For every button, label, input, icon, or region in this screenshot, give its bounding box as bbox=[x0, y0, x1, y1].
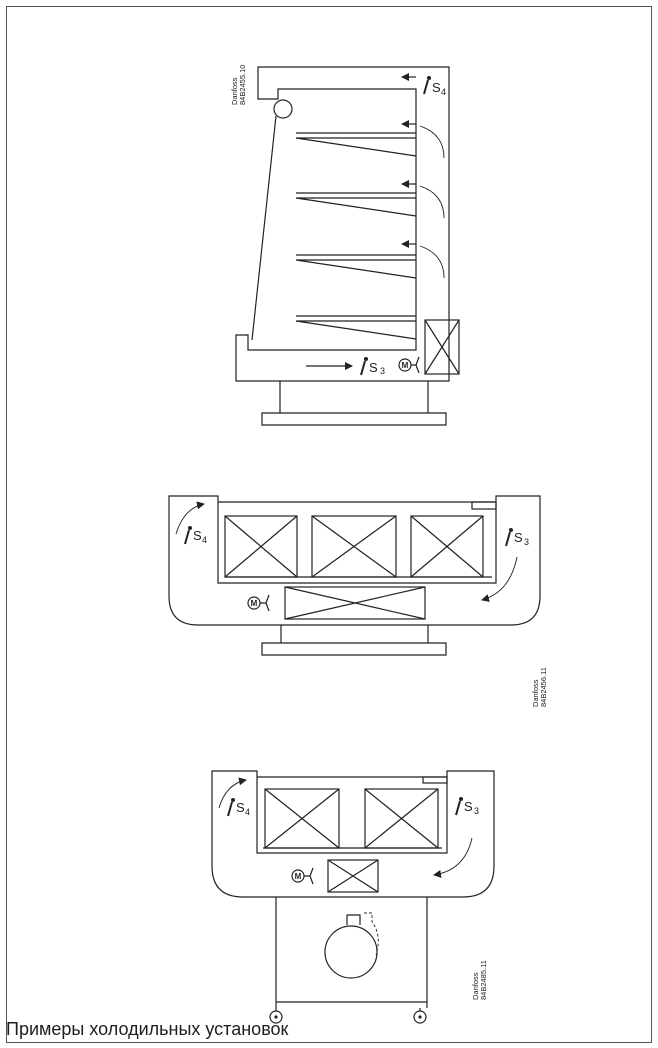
upright-cabinet-body bbox=[235, 66, 450, 382]
sensor-s3: S 3 bbox=[455, 797, 479, 816]
svg-text:3: 3 bbox=[380, 366, 385, 376]
evaporator-coil bbox=[327, 859, 379, 893]
sensor-s4: S 4 bbox=[227, 798, 250, 817]
ref-danfoss: Danfoss bbox=[230, 77, 239, 105]
island-large-figure: M S 4 S 3 Danfoss 84B2456.11 bbox=[168, 495, 548, 707]
night-blind-roller bbox=[273, 99, 293, 119]
svg-text:M: M bbox=[251, 599, 258, 608]
ref-number: 84B2456.11 bbox=[539, 667, 548, 707]
sensor-s3: S 3 bbox=[505, 528, 529, 547]
svg-text:S: S bbox=[432, 80, 441, 95]
svg-text:S: S bbox=[514, 530, 523, 545]
svg-text:4: 4 bbox=[245, 807, 250, 817]
fan-motor-icon: M bbox=[291, 867, 314, 885]
island-small-figure: M S 4 S 3 bbox=[211, 770, 495, 1024]
svg-text:3: 3 bbox=[524, 537, 529, 547]
product-boxes bbox=[264, 788, 439, 849]
upright-cabinet-figure: M S 4 S 3 Danfoss 84B2455.10 bbox=[230, 65, 460, 426]
island-large-tub bbox=[168, 495, 541, 626]
ref-danfoss: Danfoss bbox=[531, 679, 540, 707]
sensor-s3: S 3 bbox=[360, 357, 385, 376]
island-large-base bbox=[261, 625, 447, 656]
svg-text:S: S bbox=[193, 528, 202, 543]
figure-caption: Примеры холодильных установок bbox=[6, 1019, 289, 1039]
svg-text:S: S bbox=[369, 360, 378, 375]
ref-number: 84B2455.10 bbox=[238, 65, 247, 105]
night-blind-curtain bbox=[251, 115, 277, 341]
sensor-s4: S 4 bbox=[423, 76, 446, 97]
svg-text:4: 4 bbox=[441, 87, 446, 97]
svg-text:S: S bbox=[236, 800, 245, 815]
island-small-tub bbox=[211, 770, 495, 898]
svg-text:S: S bbox=[464, 799, 473, 814]
svg-text:M: M bbox=[295, 872, 302, 881]
product-boxes bbox=[224, 515, 484, 578]
stand-with-compressor bbox=[269, 897, 428, 1024]
svg-text:M: M bbox=[402, 361, 409, 370]
shelves bbox=[295, 132, 417, 340]
fan-motor-icon: M bbox=[398, 356, 420, 374]
sensor-s4: S 4 bbox=[184, 526, 207, 545]
fan-motor-icon: M bbox=[247, 594, 270, 612]
svg-text:3: 3 bbox=[474, 806, 479, 816]
upright-base bbox=[261, 381, 447, 426]
air-flow-arrows bbox=[306, 73, 445, 370]
svg-text:4: 4 bbox=[202, 535, 207, 545]
evaporator-coil bbox=[424, 319, 460, 375]
evaporator-coil bbox=[284, 586, 426, 620]
ref-danfoss: Danfoss bbox=[471, 972, 480, 1000]
ref-number: 84B2485.11 bbox=[479, 960, 488, 1000]
page-border bbox=[6, 6, 652, 1043]
